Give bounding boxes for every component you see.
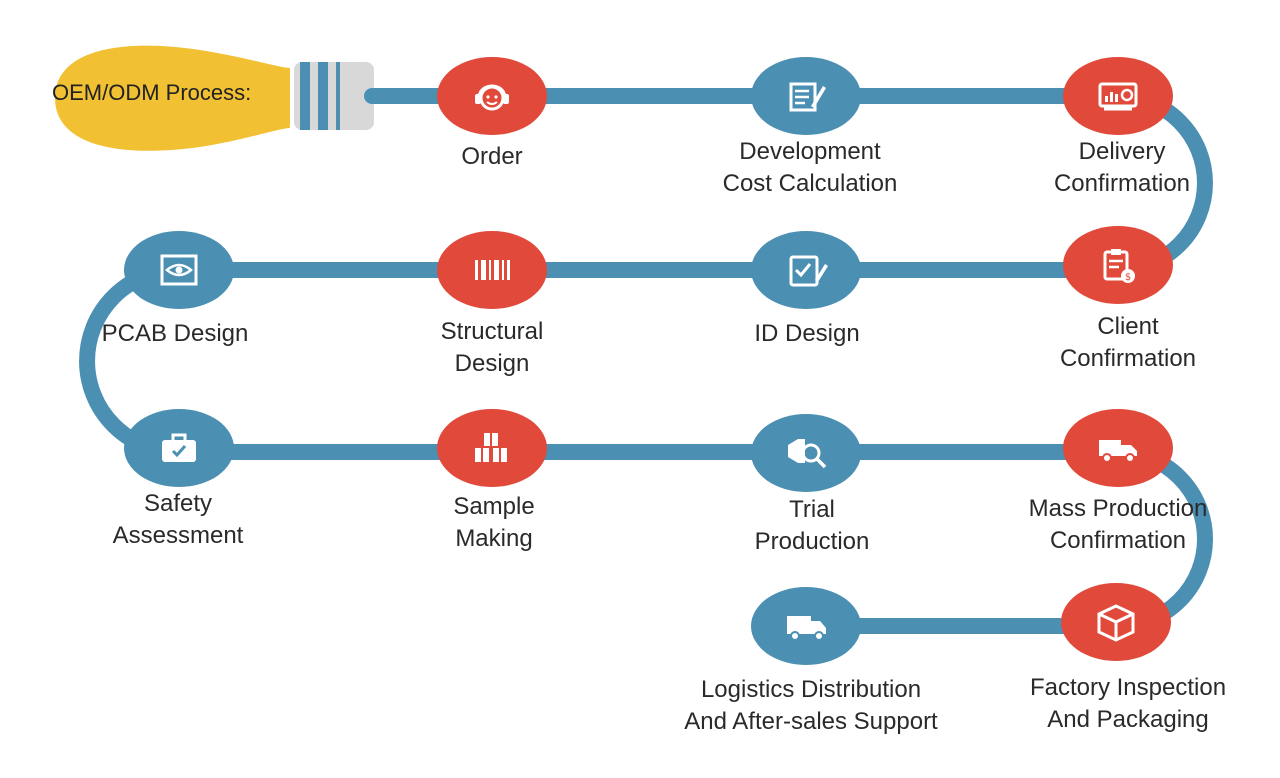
clipboard-coin-icon: $ (1103, 249, 1135, 283)
bulb-icon (55, 45, 374, 151)
step-node-safety (124, 409, 234, 487)
step-node-pcab (124, 231, 234, 309)
package-box-icon (1097, 604, 1135, 642)
step-label-factory: Factory Inspection And Packaging (1029, 674, 1227, 733)
document-pen-icon (789, 82, 826, 112)
step-node-sample (437, 409, 547, 487)
checklist-pen-icon (789, 255, 828, 287)
truck-icon (1099, 440, 1137, 463)
step-node-structural (437, 231, 547, 309)
page-title: OEM/ODM Process: (52, 80, 252, 105)
step-label-sample: Sample Making (453, 493, 535, 552)
step-label-safety: Safety Assessment (112, 490, 244, 549)
step-node-logistics (751, 587, 861, 665)
step-node-development (751, 57, 861, 135)
step-label-trial: Trial Production (754, 496, 870, 555)
step-label-id-design: ID Design (754, 320, 860, 347)
step-label-delivery: Delivery Confirmation (1053, 138, 1191, 197)
barcode-icon (475, 260, 510, 280)
step-node-trial (751, 414, 861, 492)
step-label-order: Order (461, 143, 523, 170)
step-node-delivery (1063, 57, 1173, 135)
step-node-order (437, 57, 547, 135)
step-label-logistics: Logistics Distribution And After-sales S… (684, 676, 938, 735)
step-label-pcab: PCAB Design (101, 320, 249, 347)
truck-icon (787, 616, 826, 641)
step-label-mass: Mass Production Confirmation (1028, 495, 1208, 554)
step-node-factory (1061, 583, 1171, 661)
monitor-search-icon (1098, 82, 1138, 111)
step-label-client: Client Confirmation (1059, 313, 1197, 372)
boxes-icon (475, 433, 507, 462)
step-label-development: Development Cost Calculation (722, 138, 898, 197)
step-label-structural: Structural Design (440, 318, 544, 377)
headset-face-icon (475, 84, 509, 111)
tag-search-icon (788, 439, 827, 469)
svg-text:$: $ (1125, 272, 1131, 283)
step-node-mass (1063, 409, 1173, 487)
briefcase-check-icon (162, 433, 196, 462)
eye-frame-icon (160, 254, 198, 286)
step-node-id-design (751, 231, 861, 309)
step-node-client: $ (1063, 226, 1173, 304)
